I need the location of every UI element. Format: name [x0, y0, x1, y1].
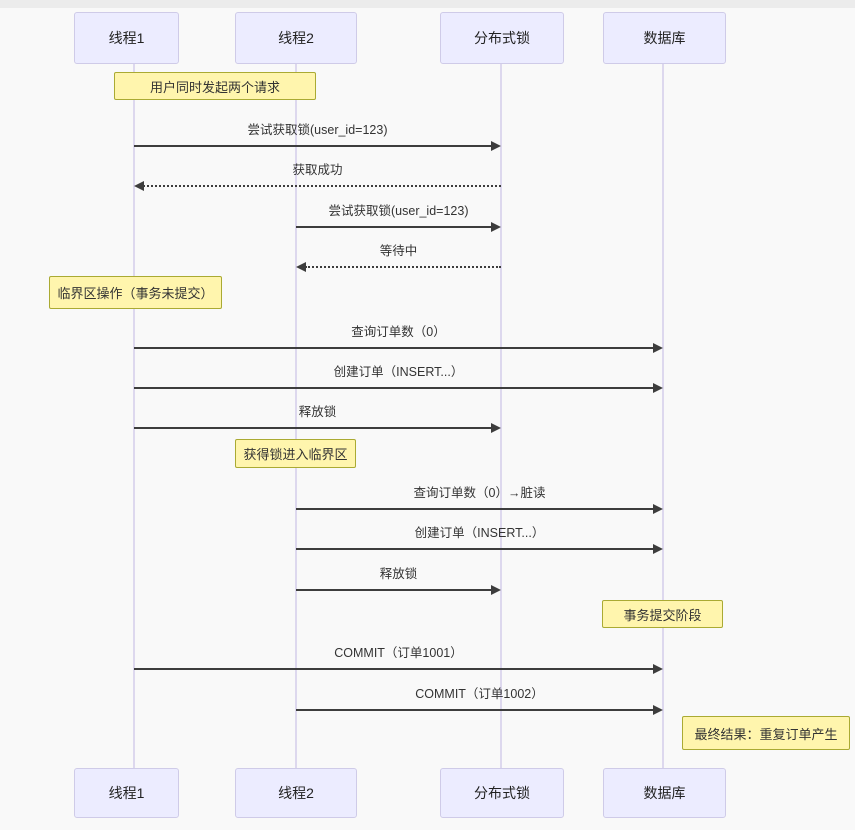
window-top-edge — [0, 0, 855, 8]
message-label: 尝试获取锁(user_id=123) — [247, 123, 388, 137]
participant-bottom-lock: 分布式锁 — [440, 768, 564, 818]
lifeline-thread2 — [295, 63, 297, 768]
participant-top-thread1: 线程1 — [74, 12, 179, 64]
message-arrowhead — [491, 585, 501, 595]
message-arrowhead — [491, 222, 501, 232]
message-line — [134, 668, 654, 670]
message-label: 查询订单数（0） — [351, 325, 446, 339]
message-line — [143, 185, 501, 187]
message-line — [296, 709, 654, 711]
participant-top-lock: 分布式锁 — [440, 12, 564, 64]
message-line — [134, 145, 492, 147]
message-label: 释放锁 — [379, 567, 418, 581]
note-over-thread1-thread2: 用户同时发起两个请求 — [114, 72, 316, 100]
message-label: 创建订单（INSERT...） — [414, 526, 545, 540]
message-label: COMMIT（订单1001） — [334, 646, 463, 660]
note-over-thread2: 获得锁进入临界区 — [235, 439, 356, 468]
lifeline-lock — [500, 63, 502, 768]
participant-bottom-thread2: 线程2 — [235, 768, 357, 818]
note-over-db: 事务提交阶段 — [602, 600, 723, 628]
message-arrowhead — [653, 504, 663, 514]
message-line — [296, 508, 654, 510]
message-arrowhead — [491, 423, 501, 433]
message-line — [296, 548, 654, 550]
lifeline-db — [662, 63, 664, 768]
message-line — [296, 226, 492, 228]
message-arrowhead — [653, 383, 663, 393]
participant-top-thread2: 线程2 — [235, 12, 357, 64]
message-label: 查询订单数（0）→脏读 — [413, 486, 546, 500]
message-line — [134, 387, 654, 389]
message-label: 获取成功 — [292, 163, 343, 177]
participant-top-db: 数据库 — [603, 12, 726, 64]
message-arrowhead — [653, 705, 663, 715]
message-arrowhead — [134, 181, 144, 191]
message-line — [305, 266, 501, 268]
participant-bottom-db: 数据库 — [603, 768, 726, 818]
note-right-of-db: 最终结果：重复订单产生 — [682, 716, 850, 750]
message-arrowhead — [653, 343, 663, 353]
message-label: 创建订单（INSERT...） — [333, 365, 464, 379]
message-label: 释放锁 — [298, 405, 337, 419]
message-arrowhead — [653, 664, 663, 674]
message-line — [134, 427, 492, 429]
message-label: 尝试获取锁(user_id=123) — [328, 204, 469, 218]
message-label: COMMIT（订单1002） — [415, 687, 544, 701]
message-line — [134, 347, 654, 349]
message-arrowhead — [296, 262, 306, 272]
message-label: 等待中 — [379, 244, 418, 258]
note-over-thread1: 临界区操作（事务未提交） — [49, 276, 222, 309]
message-line — [296, 589, 492, 591]
message-arrowhead — [491, 141, 501, 151]
lifeline-thread1 — [133, 63, 135, 768]
message-arrowhead — [653, 544, 663, 554]
participant-bottom-thread1: 线程1 — [74, 768, 179, 818]
